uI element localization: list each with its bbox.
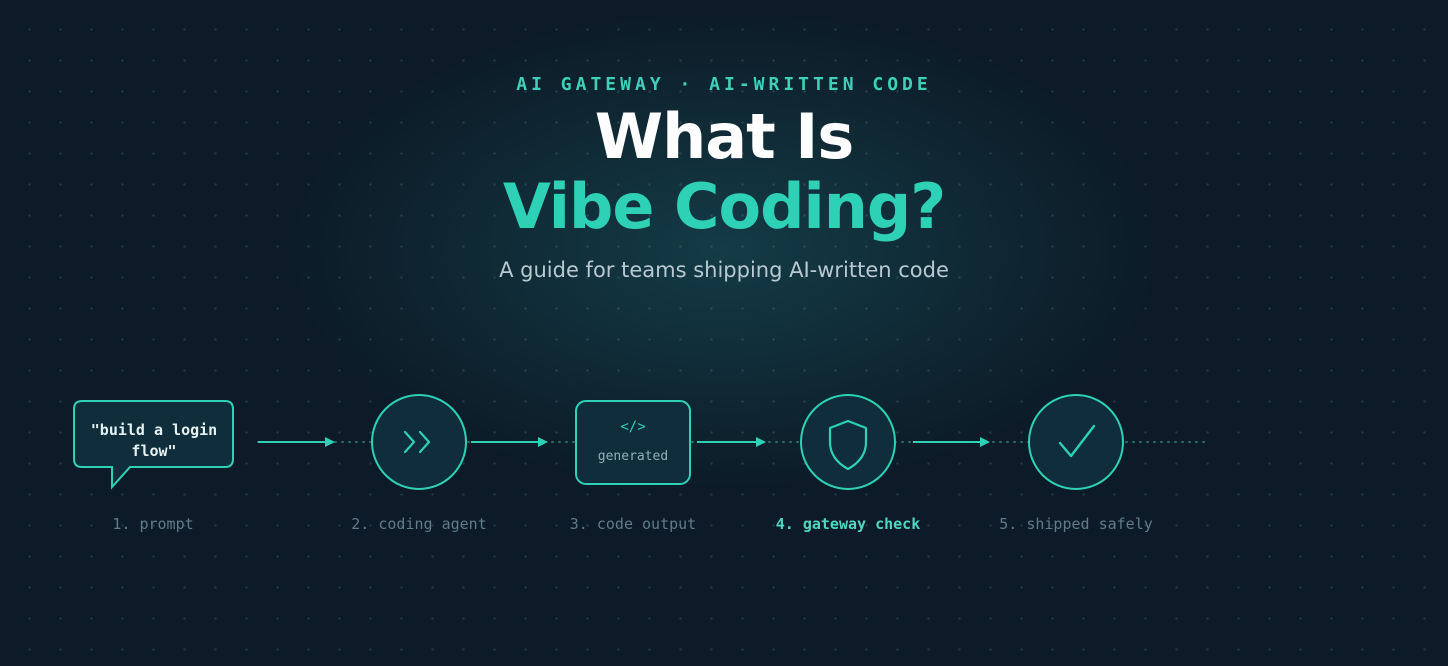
- coding-agent-circle: [371, 394, 467, 490]
- step-label-prompt: 1. prompt: [112, 515, 193, 533]
- step-code-output-node: </> generated: [575, 400, 691, 485]
- step-coding-agent-node: [371, 394, 467, 490]
- step-gateway-check-node: [800, 394, 896, 490]
- page-subtitle: A guide for teams shipping AI-written co…: [499, 258, 949, 282]
- gateway-check-circle: [800, 394, 896, 490]
- step-label-code-output: 3. code output: [570, 515, 696, 533]
- eyebrow-label: AI GATEWAY · AI-WRITTEN CODE: [516, 74, 932, 95]
- prompt-text-line1: "build a login: [91, 421, 217, 439]
- step-shipped-node: [1028, 394, 1124, 490]
- prompt-text-line2: flow": [131, 442, 176, 460]
- double-chevron-right-icon: [403, 430, 431, 454]
- code-output-box: [575, 400, 691, 485]
- checkmark-icon: [1058, 424, 1096, 458]
- code-output-caption: generated: [598, 449, 668, 464]
- shield-icon: [828, 419, 868, 471]
- page-title-line2: Vibe Coding?: [502, 170, 946, 243]
- shipped-circle: [1028, 394, 1124, 490]
- step-label-gateway-check: 4. gateway check: [776, 515, 921, 533]
- step-label-coding-agent: 2. coding agent: [351, 515, 486, 533]
- code-tag-icon: </>: [620, 419, 645, 435]
- step-prompt-node: "build a login flow": [73, 400, 234, 490]
- step-label-shipped-safely: 5. shipped safely: [999, 515, 1153, 533]
- speech-bubble: [73, 400, 234, 490]
- page-title-line1: What Is: [594, 100, 855, 173]
